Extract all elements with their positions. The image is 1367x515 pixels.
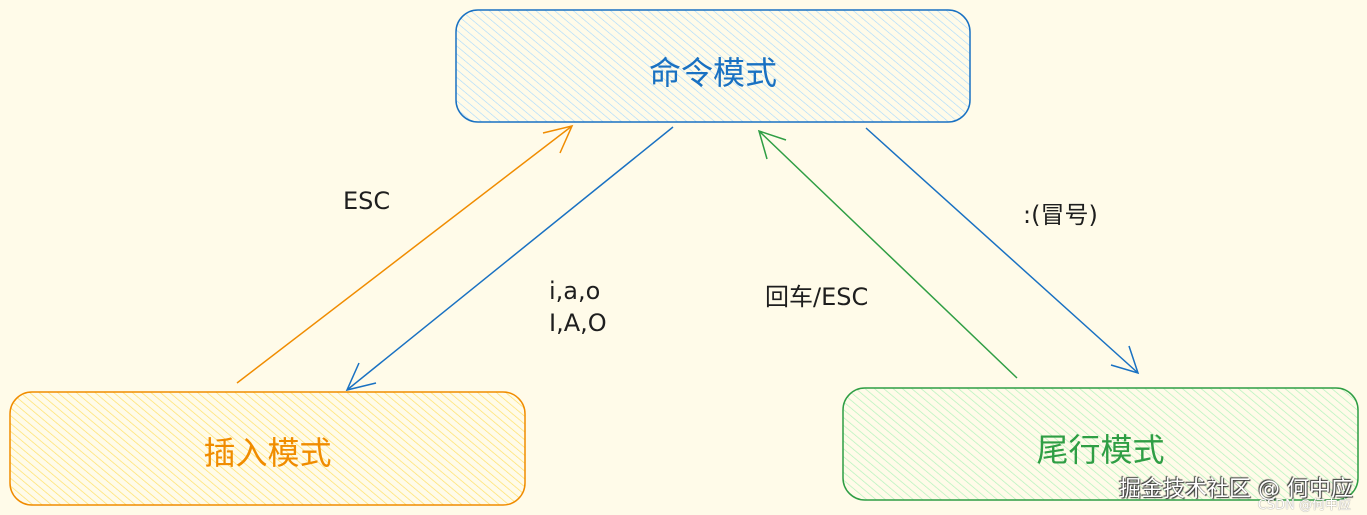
arrow-command-to-lastline: [865, 127, 1140, 375]
edge-label-IAO: I,A,O: [549, 309, 607, 337]
arrow-insert-to-command: [236, 124, 574, 384]
watermark-secondary: CSDN @何中应: [1257, 498, 1351, 513]
lastline-mode-label: 尾行模式: [1036, 431, 1165, 469]
arrow-command-to-insert: [345, 126, 674, 392]
watermark: 掘金技术社区 @ 何中应: [1119, 477, 1353, 502]
edge-label-esc: ESC: [343, 187, 391, 215]
insert-mode-box: [9, 391, 526, 506]
edge-label-enter-esc: 回车/ESC: [765, 283, 869, 311]
edge-label-colon: :(冒号): [1023, 201, 1098, 229]
insert-mode-label: 插入模式: [203, 434, 332, 472]
command-mode-label: 命令模式: [648, 54, 777, 92]
lastline-mode-box: [842, 387, 1359, 501]
command-mode-box: [455, 9, 971, 123]
edge-label-iao: i,a,o: [549, 277, 601, 305]
arrow-lastline-to-command: [757, 129, 1018, 379]
